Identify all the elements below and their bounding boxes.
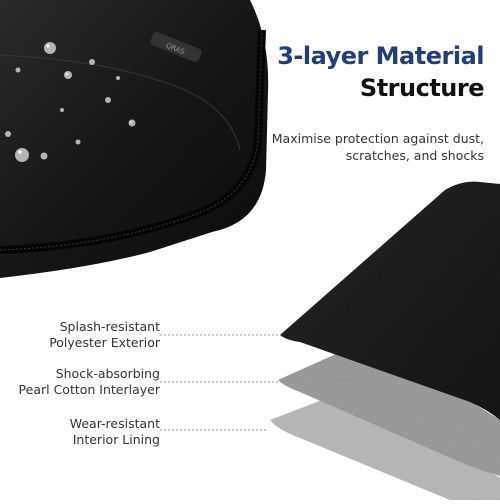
- subtitle: Maximise protection against dust, scratc…: [244, 130, 484, 164]
- layer-label-line-2: Interior Lining: [72, 432, 160, 447]
- layer-label-interlayer: Shock-absorbing Pearl Cotton Interlayer: [0, 366, 160, 398]
- layer-label-line-1: Wear-resistant: [69, 416, 160, 431]
- water-droplets-icon: [5, 42, 136, 162]
- layer-label-lining: Wear-resistant Interior Lining: [0, 416, 160, 448]
- layer-polyester-exterior: [280, 181, 500, 420]
- layer-label-line-1: Shock-absorbing: [55, 366, 160, 381]
- layer-interior-lining: [270, 395, 500, 500]
- heading-line-1: 3-layer Material: [277, 42, 484, 70]
- subtitle-line-2: scratches, and shocks: [345, 148, 484, 163]
- heading-line-2: Structure: [359, 74, 485, 102]
- layer-label-exterior: Splash-resistant Polyester Exterior: [0, 319, 160, 351]
- subtitle-line-1: Maximise protection against dust,: [271, 131, 484, 146]
- layer-pearl-cotton: [278, 347, 500, 476]
- laptop-sleeve: QRAS: [0, 0, 269, 278]
- layer-label-line-2: Pearl Cotton Interlayer: [18, 382, 160, 397]
- layer-label-line-1: Splash-resistant: [59, 319, 160, 334]
- layer-label-line-2: Polyester Exterior: [49, 335, 160, 350]
